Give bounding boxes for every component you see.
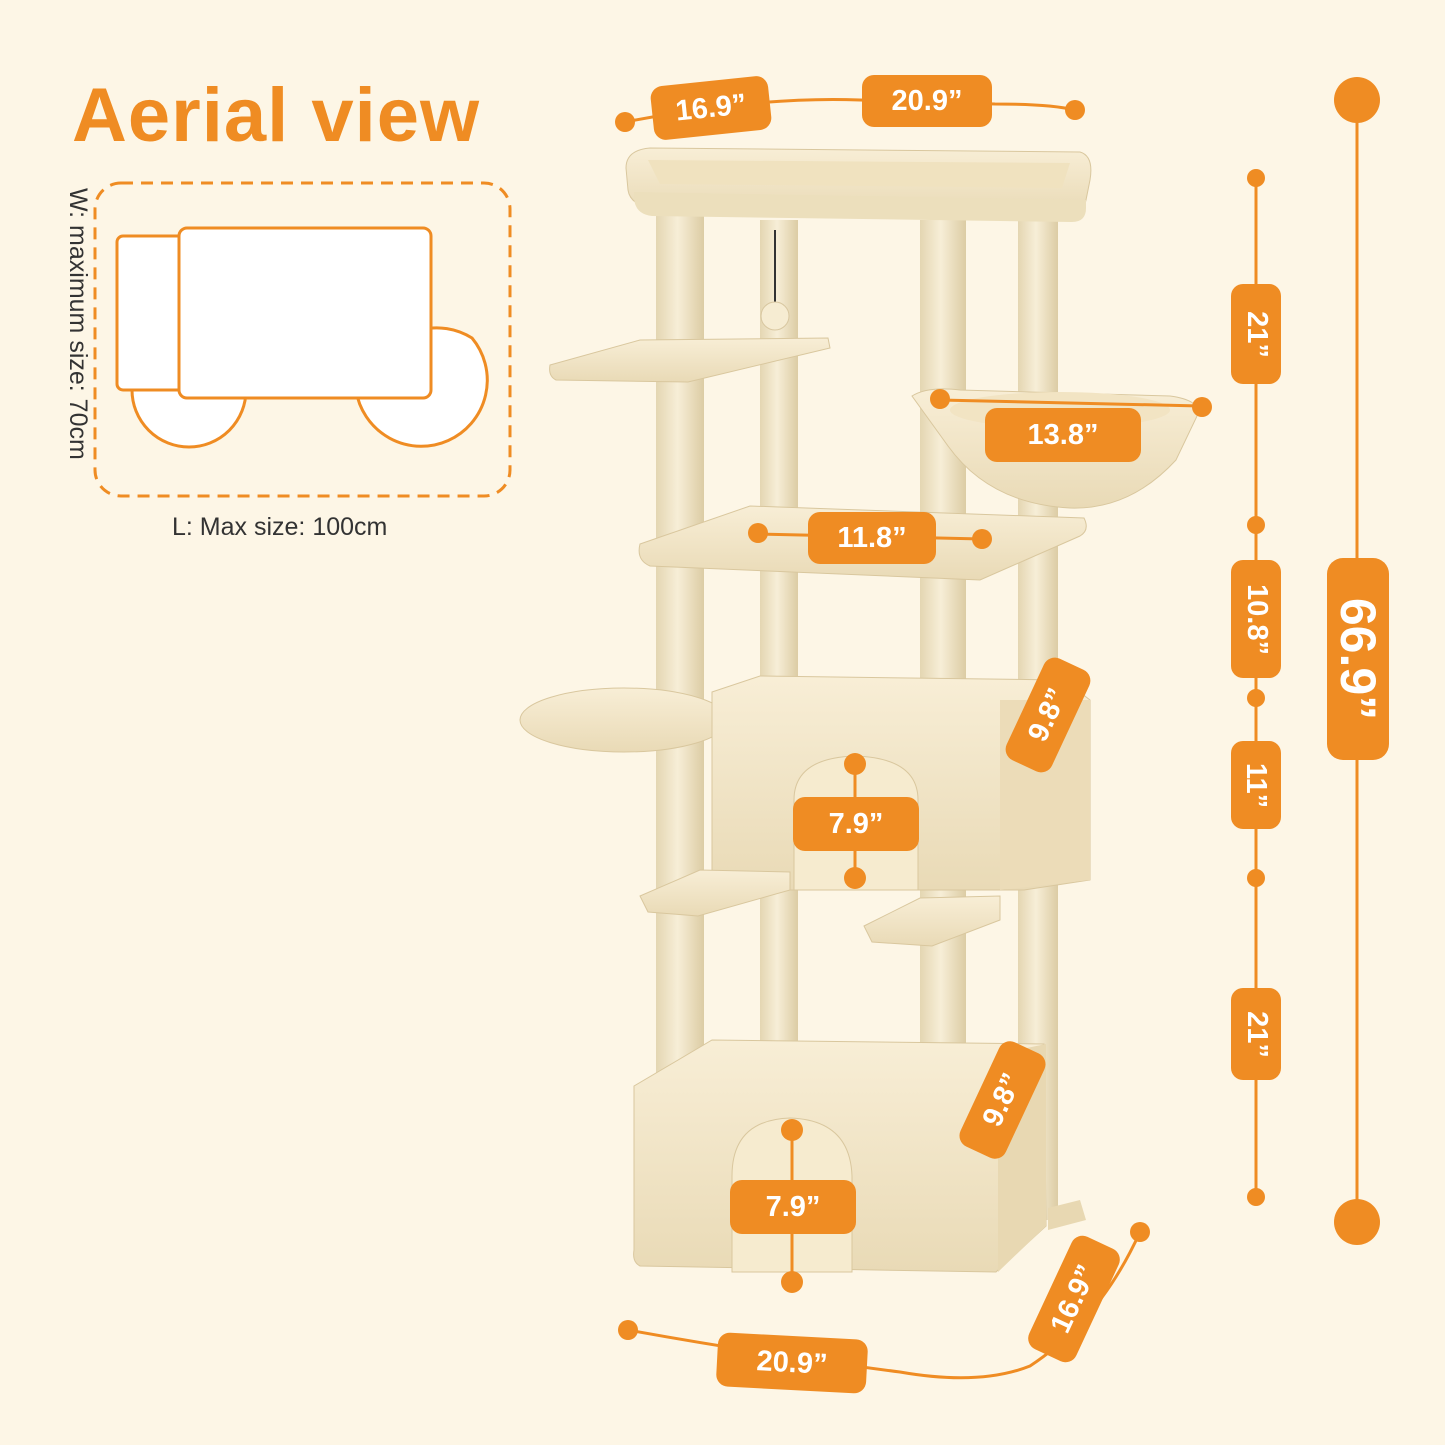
aerial-rect-front bbox=[177, 226, 433, 400]
aerial-width-label: W: maximum size: 70cm bbox=[64, 188, 92, 460]
dim-platform-hole: 11.8” bbox=[808, 512, 936, 564]
sisal-post bbox=[920, 220, 966, 1120]
dim-segment-bottom: 21” bbox=[1231, 988, 1281, 1080]
dim-top-width: 20.9” bbox=[862, 75, 992, 127]
dim-segment-top: 21” bbox=[1231, 284, 1281, 384]
dim-condo-upper-door: 7.9” bbox=[793, 797, 919, 851]
aerial-length-label: L: Max size: 100cm bbox=[172, 513, 388, 541]
dimension-endpoints bbox=[615, 77, 1380, 1340]
aerial-circle-left bbox=[130, 389, 248, 449]
cat-tree bbox=[519, 147, 1199, 1273]
page-title: Aerial view bbox=[72, 73, 481, 158]
dim-segment-condo: 11” bbox=[1231, 741, 1281, 829]
dim-hammock: 13.8” bbox=[985, 408, 1141, 462]
dim-condo-lower-door: 7.9” bbox=[730, 1180, 856, 1234]
dim-total-height: 66.9” bbox=[1327, 558, 1389, 760]
aerial-view-diagram bbox=[93, 181, 512, 498]
dim-segment-mid: 10.8” bbox=[1231, 560, 1281, 678]
dim-base-width: 20.9” bbox=[715, 1332, 869, 1394]
